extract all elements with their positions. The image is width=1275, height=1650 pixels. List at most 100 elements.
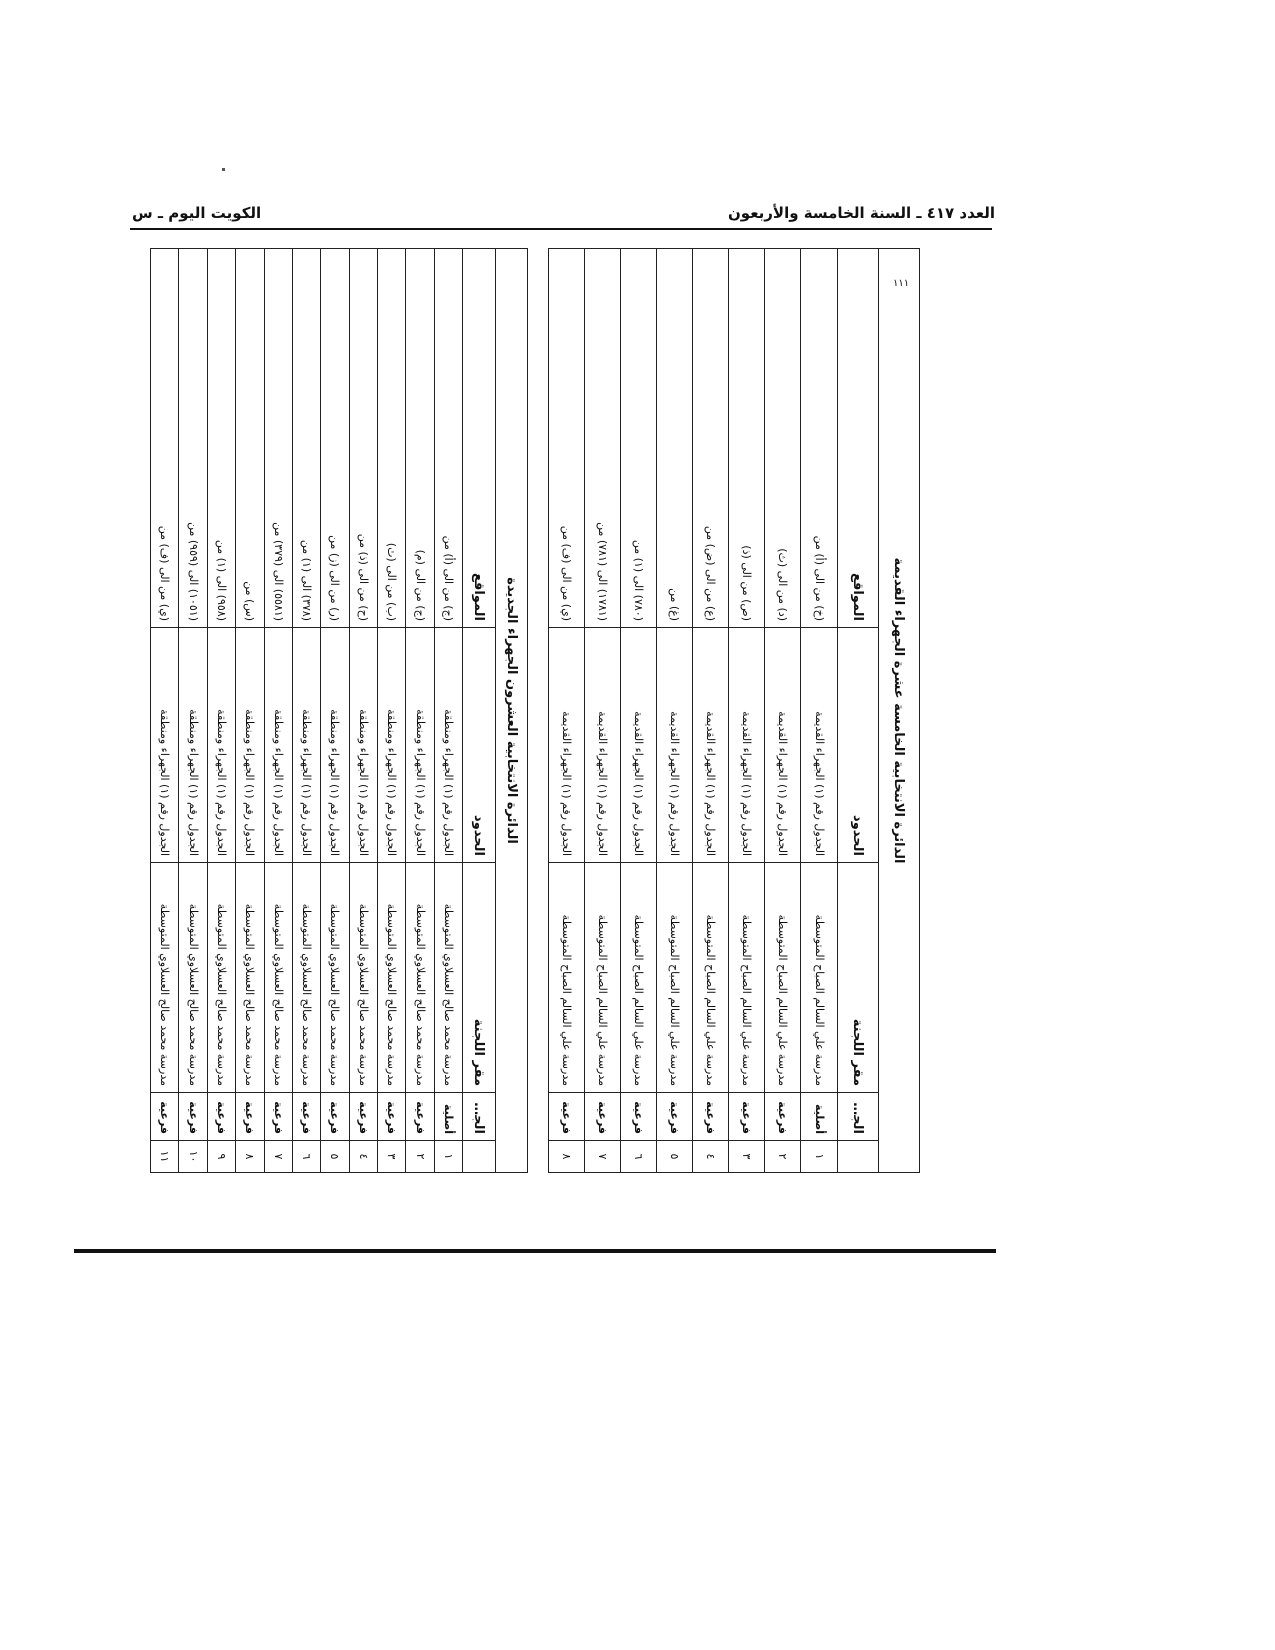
table-panel-1: الدائرة الانتخابية العشرون الجهراء الجدي… — [150, 248, 528, 1173]
table-cell: (ي) من الى (ف) من — [150, 248, 179, 628]
table-cell: مدرسة محمد صالح العسلاوي المتوسطة — [207, 862, 236, 1093]
table-cell: (ح) من الى (ذ) من — [349, 248, 378, 628]
table-cell: ٤ — [692, 1140, 729, 1173]
table-cell: فرعية — [320, 1092, 350, 1141]
table-cell: ١ — [434, 1140, 463, 1173]
table-cell: مدرسة علي السالم الصباح المتوسطة — [656, 862, 693, 1093]
table-cell: مدرسة علي السالم الصباح المتوسطة — [728, 862, 765, 1093]
table-cell: ٢ — [764, 1140, 801, 1173]
page-number: ١١١ — [893, 278, 910, 289]
column-header: المواقع — [837, 248, 879, 628]
table-cell: الجدول رقم (١) الجهراء ومنطقة — [349, 627, 378, 863]
table-cell: أصلية — [801, 1092, 838, 1141]
table-cell: ٧ — [584, 1140, 621, 1173]
table-cell: الجدول رقم (١) الجهراء القديمة — [548, 627, 585, 863]
table-cell: الجدول رقم (١) الجهراء القديمة — [801, 627, 838, 863]
table-panel-2: الدائرة الانتخابية الخامسة عشرة الجهراء … — [548, 248, 920, 1173]
table-cell: (ج) من الى (م) — [405, 248, 435, 628]
table-cell: مدرسة علي السالم الصباح المتوسطة — [548, 862, 585, 1093]
table-cell: ٤ — [349, 1140, 378, 1173]
table-cell: (خ) من الى (أ) من — [801, 248, 838, 628]
table-cell: فرعية — [150, 1092, 179, 1141]
table-caption: الدائرة الانتخابية الخامسة عشرة الجهراء … — [878, 248, 920, 1173]
table-cell: مدرسة علي السالم الصباح المتوسطة — [801, 862, 838, 1093]
column-header: مقر اللجنة — [462, 862, 496, 1093]
header-rule — [130, 228, 992, 230]
table-2: الدائرة الانتخابية الخامسة عشرة الجهراء … — [548, 248, 920, 1173]
table-caption-row: الدائرة الانتخابية الخامسة عشرة الجهراء … — [878, 248, 920, 1173]
table-cell: (ع) من الى (ض) من — [692, 248, 729, 628]
column-header: الجنس — [837, 1092, 879, 1141]
table-cell: فرعية — [692, 1092, 729, 1141]
table-cell: (ج) من الى (أ) من — [434, 248, 463, 628]
table-1: الدائرة الانتخابية العشرون الجهراء الجدي… — [150, 248, 528, 1173]
table-cell: فرعية — [377, 1092, 406, 1141]
table-cell: ٢ — [405, 1140, 435, 1173]
table-cell: (ب) من الى (ث) — [377, 248, 406, 628]
table-cell: ١ — [801, 1140, 838, 1173]
table-cell: الجدول رقم (١) الجهراء القديمة — [656, 627, 693, 863]
table-cell: مدرسة علي السالم الصباح المتوسطة — [764, 862, 801, 1093]
column-header: الحدود — [837, 627, 879, 863]
table-cell: (٣٧٨) الى (١) من — [292, 248, 321, 628]
table-cell: الجدول رقم (١) الجهراء القديمة — [764, 627, 801, 863]
table-cell: (د) من الى (ث) — [764, 248, 801, 628]
table-cell: فرعية — [728, 1092, 765, 1141]
table-cell: (ص) من الى (ذ) — [728, 248, 765, 628]
table-cell: مدرسة محمد صالح العسلاوي المتوسطة — [377, 862, 406, 1093]
column-header: الحدود — [462, 627, 496, 863]
table-cell: الجدول رقم (١) الجهراء ومنطقة — [405, 627, 435, 863]
table-cell: (غ) من — [656, 248, 693, 628]
table-caption: الدائرة الانتخابية العشرون الجهراء الجدي… — [495, 248, 528, 1173]
table-cell: الجدول رقم (١) الجهراء ومنطقة — [320, 627, 350, 863]
column-header: الجنس — [462, 1092, 496, 1141]
table-cell: الجدول رقم (١) الجهراء ومنطقة — [150, 627, 179, 863]
table-cell: فرعية — [207, 1092, 236, 1141]
table-cell: ٣ — [377, 1140, 406, 1173]
table-cell: ١٠ — [178, 1140, 208, 1173]
table-cell: (٥٥٨١) الى (٣٧٩) من — [264, 248, 293, 628]
table-cell: ٨ — [548, 1140, 585, 1173]
column-header: مقر اللجنة — [837, 862, 879, 1093]
table-cell: مدرسة محمد صالح العسلاوي المتوسطة — [178, 862, 208, 1093]
table-cell: الجدول رقم (١) الجهراء ومنطقة — [235, 627, 265, 863]
table-cell: (س) من — [235, 248, 265, 628]
table-cell: فرعية — [178, 1092, 208, 1141]
table-cell: ٦ — [292, 1140, 321, 1173]
table-cell: فرعية — [292, 1092, 321, 1141]
table-cell: الجدول رقم (١) الجهراء ومنطقة — [434, 627, 463, 863]
table-cell: فرعية — [349, 1092, 378, 1141]
table-cell: مدرسة علي السالم الصباح المتوسطة — [620, 862, 657, 1093]
table-cell: ١١ — [150, 1140, 179, 1173]
table-cell: ٥ — [320, 1140, 350, 1173]
table-caption-row: الدائرة الانتخابية العشرون الجهراء الجدي… — [495, 248, 528, 1173]
table-cell: أصلية — [434, 1092, 463, 1141]
table-cell: ٥ — [656, 1140, 693, 1173]
scan-speck — [222, 168, 225, 171]
table-cell: مدرسة محمد صالح العسلاوي المتوسطة — [235, 862, 265, 1093]
table-cell: الجدول رقم (١) الجهراء ومنطقة — [292, 627, 321, 863]
table-cell: الجدول رقم (١) الجهراء ومنطقة — [178, 627, 208, 863]
table-cell: (١٠٥١) الى (٩٥٩) من — [178, 248, 208, 628]
table-cell: مدرسة محمد صالح العسلاوي المتوسطة — [292, 862, 321, 1093]
table-cell: مدرسة محمد صالح العسلاوي المتوسطة — [150, 862, 179, 1093]
table-cell: فرعية — [405, 1092, 435, 1141]
table-cell: (٩٥٨) الى (١) من — [207, 248, 236, 628]
